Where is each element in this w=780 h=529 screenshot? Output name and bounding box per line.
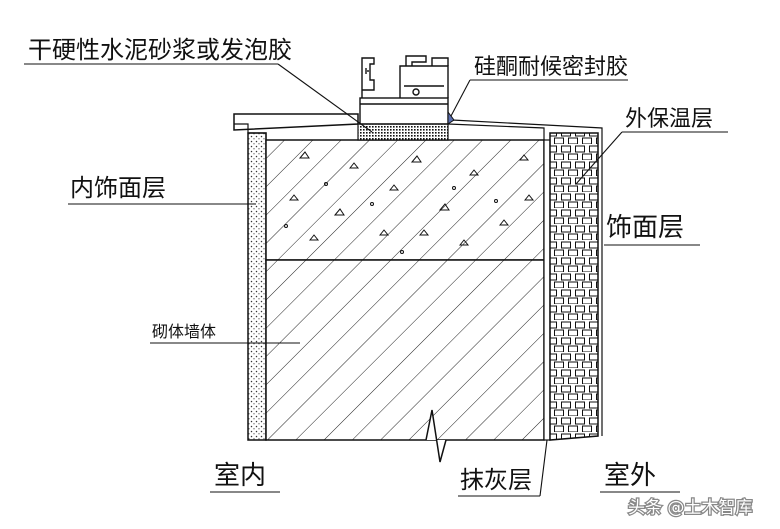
outdoor-label: 室外 bbox=[604, 461, 656, 491]
concrete-aggregate-marks bbox=[284, 151, 535, 254]
masonry-wall bbox=[265, 259, 545, 441]
break-symbol bbox=[425, 409, 447, 463]
watermark-text: 头条 @土木智库 bbox=[628, 498, 752, 518]
inner-sill-lip bbox=[234, 123, 267, 140]
outer-insulation-layer bbox=[549, 132, 599, 441]
watermark: 头条 @土木智库 bbox=[627, 497, 754, 520]
sealant-label: 硅酮耐候密封胶 bbox=[474, 55, 628, 80]
finish-label: 饰面层 bbox=[606, 213, 684, 243]
mortar-label: 干硬性水泥砂浆或发泡胶 bbox=[28, 36, 292, 64]
indoor-label: 室内 bbox=[214, 461, 266, 491]
inner-finish-layer bbox=[247, 132, 267, 441]
leader-lines bbox=[24, 63, 728, 497]
masonry-wall-label: 砌体墙体 bbox=[152, 322, 216, 341]
plaster-label: 抹灰层 bbox=[460, 466, 532, 494]
outer-insulation-label: 外保温层 bbox=[625, 107, 713, 132]
interior-sill-board bbox=[233, 113, 359, 131]
window-frame-profile bbox=[359, 55, 449, 125]
sill-slope bbox=[447, 123, 545, 140]
plaster-layer bbox=[543, 139, 551, 441]
silicone-sealant bbox=[447, 110, 455, 125]
inner-finish-label: 内饰面层 bbox=[70, 174, 166, 202]
external-finish-flashing bbox=[451, 119, 603, 436]
